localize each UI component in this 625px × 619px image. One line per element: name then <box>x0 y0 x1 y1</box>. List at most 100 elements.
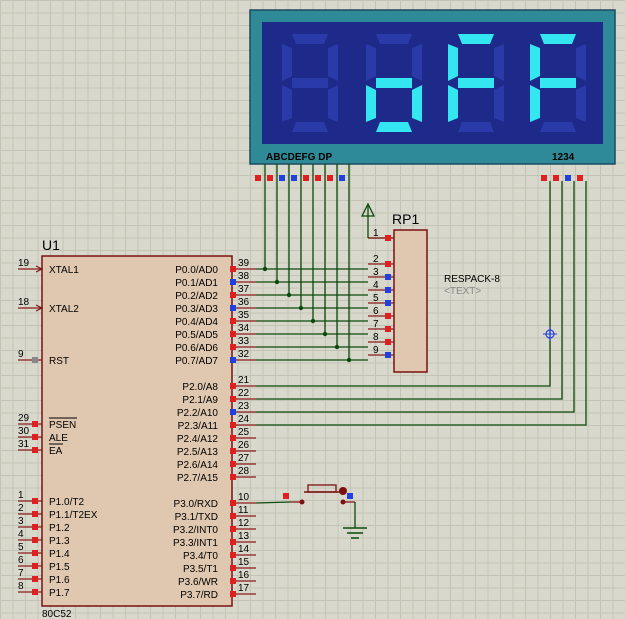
chip-pin-state <box>32 447 38 453</box>
chip-pin-name: P1.0/T2 <box>49 497 84 508</box>
respack-pin-state <box>385 326 391 332</box>
display-digit-pin <box>541 175 547 181</box>
button-contact-left <box>299 499 305 505</box>
chip-part: 80C52 <box>42 609 72 619</box>
chip-pin-number: 11 <box>238 505 249 516</box>
respack-pin-number: 8 <box>373 332 379 343</box>
chip-pin-state <box>32 434 38 440</box>
chip-pin-number: 3 <box>18 516 24 527</box>
wire <box>256 181 551 387</box>
chip-pin-number: 39 <box>238 258 250 269</box>
display-seg-pin <box>339 175 345 181</box>
button-cap <box>307 484 337 493</box>
digit-pin-labels: 1234 <box>552 152 575 163</box>
segment-c <box>328 85 338 122</box>
display-seg-pin <box>315 175 321 181</box>
chip-pin-state <box>230 565 236 571</box>
chip-pin-number: 27 <box>238 453 250 464</box>
display-seg-pin <box>291 175 297 181</box>
segment-e <box>530 85 540 122</box>
chip-pin-name: P2.2/A10 <box>177 408 219 419</box>
chip-pin-state <box>230 279 236 285</box>
chip-pin-state <box>32 589 38 595</box>
chip-pin-state <box>230 435 236 441</box>
chip-pin-number: 36 <box>238 297 250 308</box>
junction-dot <box>274 279 280 285</box>
ground-symbol <box>343 502 367 539</box>
display-digit <box>366 34 422 132</box>
seven-segment-display[interactable]: ABCDEFG DP 1234 <box>249 9 616 181</box>
chip-pin-number: 15 <box>238 557 250 568</box>
button-contact-right <box>340 499 346 505</box>
wire <box>255 501 291 504</box>
chip-pin-name: PSEN <box>49 420 76 431</box>
segment-b <box>328 44 338 81</box>
segment-c <box>494 85 504 122</box>
button-pin-left <box>283 493 289 499</box>
chip-pin-state <box>32 511 38 517</box>
chip-pin-number: 37 <box>238 284 250 295</box>
button-knob-icon[interactable] <box>339 487 347 495</box>
chip-pin-number: 34 <box>238 323 250 334</box>
segment-c <box>412 85 422 122</box>
display-seg-pin <box>267 175 273 181</box>
chip-pin-number: 7 <box>18 568 24 579</box>
chip-pin-state <box>32 550 38 556</box>
chip-pin-name: P2.6/A14 <box>177 460 219 471</box>
push-button[interactable] <box>283 484 355 505</box>
display-seg-pin <box>279 175 285 181</box>
segment-e <box>282 85 292 122</box>
wire <box>256 181 587 426</box>
junction-dot <box>334 344 340 350</box>
probe-crosshair-icon[interactable] <box>543 327 557 341</box>
chip-pin-state <box>230 331 236 337</box>
chip-pin-name: P1.3 <box>49 536 70 547</box>
microcontroller-u1[interactable]: U1 19XTAL118XTAL29RST29PSEN30ALE31EA1P1.… <box>18 237 256 619</box>
chip-pin-state <box>230 305 236 311</box>
segment-f <box>282 44 292 81</box>
respack-pin-state <box>385 339 391 345</box>
segment-b <box>412 44 422 81</box>
segment-f <box>530 44 540 81</box>
chip-pin-name: P2.4/A12 <box>177 434 219 445</box>
chip-pin-state <box>230 318 236 324</box>
respack-pin-state <box>385 235 391 241</box>
chip-pin-number: 24 <box>238 414 250 425</box>
chip-pin-name: P0.0/AD0 <box>175 265 218 276</box>
respack-pin-state <box>385 261 391 267</box>
chip-pin-state <box>230 552 236 558</box>
chip-pin-name: P1.7 <box>49 588 70 599</box>
vcc-arrow-icon <box>360 202 376 217</box>
chip-pin-name: P2.1/A9 <box>182 395 218 406</box>
chip-pin-state <box>230 422 236 428</box>
respack-pin-number: 9 <box>373 345 379 356</box>
chip-pin-number: 16 <box>238 570 250 581</box>
chip-pin-name: P0.7/AD7 <box>175 356 218 367</box>
junction-dot <box>286 292 292 298</box>
chip-pin-number: 33 <box>238 336 250 347</box>
respack-pin-state <box>385 274 391 280</box>
chip-pin-state <box>32 576 38 582</box>
chip-pin-number: 17 <box>238 583 250 594</box>
chip-pin-name: P0.1/AD1 <box>175 278 218 289</box>
chip-pin-state <box>32 357 38 363</box>
chip-pin-number: 28 <box>238 466 250 477</box>
chip-pin-state <box>32 498 38 504</box>
display-digit <box>530 34 586 132</box>
chip-pin-state <box>230 526 236 532</box>
chip-pin-name: P2.5/A13 <box>177 447 219 458</box>
chip-pin-name: P1.4 <box>49 549 70 560</box>
chip-pin-state <box>230 266 236 272</box>
chip-pin-number: 26 <box>238 440 250 451</box>
chip-pin-number: 8 <box>18 581 24 592</box>
chip-pin-number: 12 <box>238 518 250 529</box>
chip-pin-name: P0.6/AD6 <box>175 343 218 354</box>
respack-pin-number: 4 <box>373 280 379 291</box>
chip-pin-number: 10 <box>238 492 250 503</box>
chip-pin-state <box>230 539 236 545</box>
chip-pin-state <box>32 421 38 427</box>
junction-dot <box>346 357 352 363</box>
